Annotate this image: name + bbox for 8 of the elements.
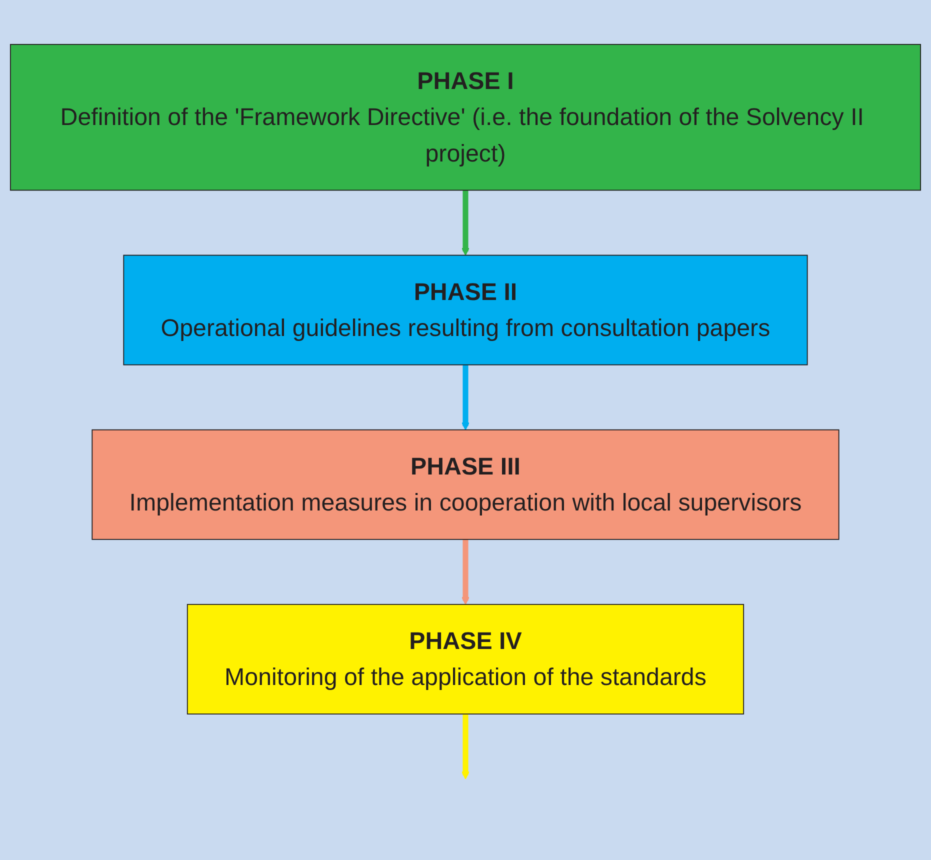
arrow bbox=[461, 539, 470, 604]
arrow bbox=[461, 190, 470, 256]
node-box: PHASE III Implementation measures in cooperation with local supervisors bbox=[92, 429, 840, 540]
arrow bbox=[461, 714, 470, 780]
node-box: PHASE IV Monitoring of the application of the standards bbox=[186, 604, 744, 714]
node-box: PHASE II Operational guidelines resulting from consultation papers bbox=[123, 254, 808, 365]
node-box: PHASE I Definition of the 'Framework Directive' (i.e. the foundation of the Solvency II project) bbox=[10, 44, 921, 190]
arrow bbox=[461, 364, 470, 430]
